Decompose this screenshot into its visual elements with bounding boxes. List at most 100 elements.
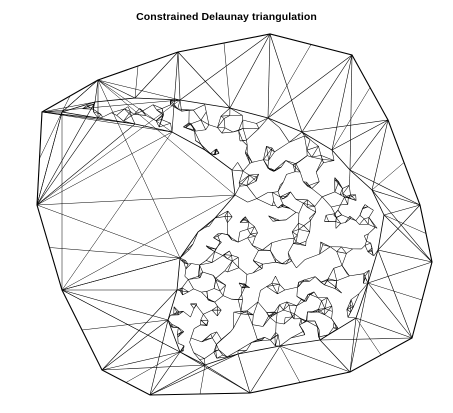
mesh-edge	[223, 118, 226, 128]
mesh-edge	[350, 305, 354, 308]
mesh-edge	[364, 204, 369, 207]
mesh-edge	[275, 312, 278, 323]
mesh-edge	[319, 337, 413, 341]
mesh-edge	[307, 181, 320, 187]
mesh-edge	[227, 258, 233, 262]
mesh-edge	[237, 342, 252, 351]
mesh-edge	[270, 250, 276, 260]
mesh-edge	[267, 117, 280, 128]
mesh-edge	[306, 206, 316, 213]
mesh-edge	[316, 162, 324, 173]
mesh-edge	[318, 300, 322, 310]
mesh-edge	[282, 206, 290, 209]
mesh-edge	[355, 220, 360, 225]
mesh-edge	[277, 206, 283, 209]
mesh-edge	[183, 262, 189, 265]
mesh-edge	[316, 159, 323, 173]
mesh-edge	[267, 54, 353, 119]
mesh-edge	[61, 289, 181, 353]
mesh-edge	[267, 160, 269, 168]
mesh-edge	[271, 283, 280, 285]
mesh-edge	[217, 116, 222, 128]
mesh-edge	[210, 149, 216, 154]
mesh-edge	[285, 258, 290, 265]
mesh-edge	[208, 124, 218, 128]
mesh-edge	[242, 216, 246, 220]
mesh-edge	[295, 235, 298, 243]
mesh-edge	[316, 326, 319, 338]
mesh-edge	[296, 287, 298, 297]
mesh-edge	[252, 260, 263, 269]
mesh-edge	[240, 299, 243, 312]
mesh-edge	[102, 112, 112, 118]
mesh-edge	[221, 127, 226, 134]
mesh-edge	[311, 156, 323, 160]
mesh-edge	[249, 174, 257, 178]
mesh-edge	[334, 177, 343, 189]
mesh-edge	[303, 276, 316, 281]
mesh-edge	[238, 119, 244, 131]
mesh-edge	[304, 253, 320, 260]
mesh-edge	[123, 115, 132, 122]
mesh-edge	[127, 106, 131, 112]
mesh-edge	[293, 235, 298, 239]
mesh-edge	[195, 140, 201, 145]
mesh-edge	[189, 337, 192, 343]
mesh-edge	[199, 358, 205, 360]
mesh-edge	[274, 141, 290, 153]
mesh-edge	[310, 294, 318, 298]
mesh-edge	[246, 272, 254, 275]
mesh-edge	[318, 308, 325, 313]
mesh-edge	[252, 250, 259, 261]
mesh-edge	[294, 305, 298, 314]
mesh-edge	[348, 197, 357, 201]
mesh-edge	[371, 189, 421, 206]
mesh-edge	[199, 364, 206, 395]
mesh-edge	[200, 143, 211, 154]
mesh-edge	[304, 135, 308, 151]
mesh-edge	[240, 313, 254, 316]
mesh-edge	[362, 206, 369, 210]
mesh-edge	[252, 159, 264, 163]
mesh-edge	[283, 174, 287, 183]
mesh-edge	[271, 283, 278, 295]
mesh-edge	[184, 268, 187, 277]
mesh-edge	[301, 320, 307, 324]
mesh-edge	[267, 44, 312, 119]
mesh-edge	[319, 339, 351, 373]
mesh-edge	[155, 120, 160, 128]
mesh-edge	[205, 124, 210, 130]
mesh-edge	[193, 109, 202, 121]
mesh-edge	[292, 229, 299, 233]
mesh-edge	[216, 331, 222, 340]
mesh-edge	[152, 104, 163, 109]
mesh-edge	[238, 174, 250, 184]
mesh-edge	[234, 186, 240, 196]
mesh-edge	[204, 225, 210, 228]
mesh-edge	[276, 304, 280, 314]
mesh-edge	[307, 185, 312, 189]
mesh-edge	[334, 213, 337, 218]
mesh-edge	[215, 279, 221, 292]
mesh-edge	[209, 217, 216, 227]
mesh-edge	[207, 247, 215, 252]
mesh-edge	[179, 349, 182, 353]
mesh-edge	[262, 317, 271, 327]
mesh-edge	[320, 155, 335, 161]
mesh-edge	[269, 312, 278, 318]
mesh-edge	[266, 312, 271, 318]
mesh-edge	[320, 278, 329, 283]
mesh-edge	[332, 322, 335, 328]
mesh-edge	[97, 114, 102, 119]
mesh-edge	[336, 251, 347, 254]
mesh-edge	[383, 204, 421, 216]
mesh-edge	[291, 260, 297, 269]
mesh-edge	[181, 348, 184, 352]
mesh-edge	[368, 210, 374, 218]
mesh-edge	[333, 265, 343, 269]
mesh-edge	[298, 203, 304, 214]
mesh-edge	[185, 123, 192, 128]
mesh-edge	[348, 194, 356, 199]
mesh-edge	[139, 108, 143, 112]
